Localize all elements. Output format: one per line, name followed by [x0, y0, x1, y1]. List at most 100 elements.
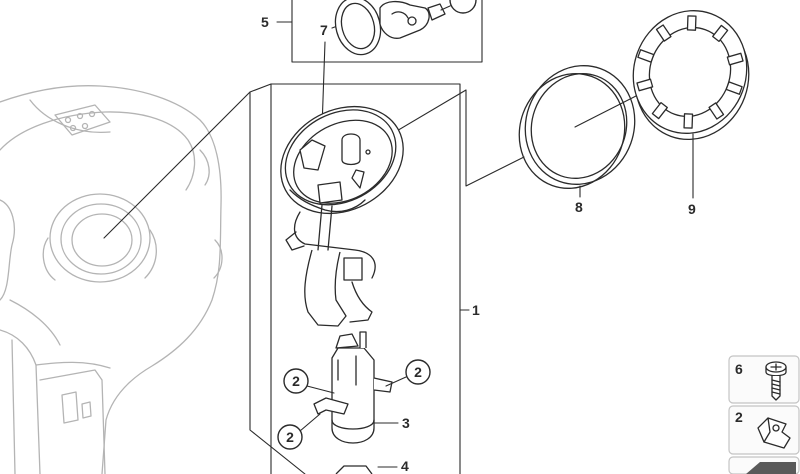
tank-left-edge — [11, 339, 16, 474]
tank-opening-mid — [60, 203, 142, 275]
tank-inner-contour — [0, 111, 196, 191]
callout-2-c: 2 — [286, 429, 294, 445]
tank-slot — [61, 391, 79, 424]
tank-plate-hole — [76, 112, 84, 120]
pump-clip-left — [313, 397, 349, 415]
clip-fold — [763, 417, 771, 443]
callout-9: 9 — [688, 201, 696, 217]
cap-tab — [708, 102, 725, 120]
sealing-ring-front — [524, 65, 636, 185]
feed-tube-right — [327, 205, 333, 251]
cap-tab — [712, 24, 729, 43]
tank-left-bulge — [0, 199, 15, 301]
feed-tube-left — [317, 204, 323, 251]
tank-plate-hole — [81, 122, 89, 130]
leader-2-c — [299, 413, 321, 432]
clip-body — [757, 417, 791, 449]
tank-right-bump — [199, 149, 210, 186]
callout-3: 3 — [402, 415, 410, 431]
tank-lower-seam — [9, 299, 61, 346]
hardware-panel-wedge — [728, 456, 800, 474]
callout-8: 8 — [575, 199, 583, 215]
clip-icon — [757, 417, 791, 449]
wire-harness — [293, 211, 376, 279]
pump-bottom-ring — [331, 419, 375, 430]
pump-clip-right — [373, 377, 393, 393]
tank-slot-small — [81, 401, 92, 419]
callout-2-b: 2 — [414, 364, 422, 380]
callout-4: 4 — [401, 458, 409, 474]
cap-tab — [636, 78, 654, 92]
callout-7: 7 — [320, 22, 328, 38]
flange-connector-left — [299, 139, 326, 171]
cap-tab — [726, 52, 744, 66]
harness-hook — [285, 231, 305, 251]
hardware-label-2: 2 — [735, 409, 743, 425]
tank-opening-outer — [49, 193, 151, 283]
flange-wires — [289, 189, 366, 213]
hardware-panel-screw: 6 — [728, 355, 800, 404]
sender-clip — [427, 3, 446, 21]
tank-lower-middle — [35, 361, 111, 369]
tank-plate-hole — [69, 124, 77, 132]
hardware-panel-clip: 2 — [728, 405, 800, 455]
flange-lip — [284, 109, 397, 206]
wedge-icon — [746, 462, 796, 474]
projection-left-edge — [249, 91, 306, 474]
harness-connector — [343, 257, 363, 281]
sealing-ring-inner — [530, 73, 628, 179]
gasket-outer — [334, 0, 382, 56]
cap-tab — [655, 24, 672, 42]
screw-drive — [770, 363, 782, 371]
fuel-tank — [0, 85, 223, 474]
leader-2-a — [306, 385, 335, 394]
tank-opening-flange-right — [144, 229, 157, 279]
sealing-ring-back — [518, 73, 626, 189]
cap-tab — [637, 49, 655, 63]
sender-body — [379, 0, 430, 39]
tank-lower-left — [0, 329, 41, 474]
part-4-shape — [335, 465, 373, 474]
screw-threads — [771, 379, 781, 395]
tank-plate-hole — [88, 110, 96, 118]
flange-connector-lower — [317, 181, 343, 204]
callout-1: 1 — [472, 302, 480, 318]
support-arm-right — [349, 281, 373, 323]
sender-detail — [391, 11, 409, 19]
cap-tab — [683, 113, 694, 129]
flange-tube — [351, 169, 365, 189]
gasket-inner — [340, 2, 376, 50]
tank-bottom-bracket — [39, 369, 106, 474]
pump-rib — [337, 355, 357, 386]
flange-connector-middle — [341, 133, 361, 166]
callout-5: 5 — [261, 14, 269, 30]
support-arm — [304, 249, 347, 327]
tank-outline — [0, 85, 222, 474]
callout-2-a: 2 — [292, 373, 300, 389]
pump-top-connector — [335, 333, 359, 349]
fuel-pump — [313, 331, 393, 444]
pump-outlet-tube — [359, 331, 367, 348]
group-1-frame — [270, 83, 461, 474]
tank-opening-inner — [71, 213, 133, 267]
callout-circle-2-b — [405, 359, 431, 385]
screw-icon — [765, 361, 787, 401]
callout-circle-2-c — [277, 424, 303, 450]
clip-hole — [772, 424, 780, 432]
cap-tab — [725, 81, 743, 95]
callout-circle-2-a — [283, 368, 309, 394]
cap-tab — [686, 15, 697, 31]
leader-2-b — [385, 376, 407, 387]
pump-body — [331, 347, 375, 444]
lock-ring-cap — [632, 10, 750, 141]
flange-plate — [293, 119, 393, 204]
sender-knob — [407, 16, 417, 26]
hardware-label-6: 6 — [735, 361, 743, 377]
tank-right-bump-lower — [213, 239, 223, 279]
leader-top-circle — [440, 5, 451, 11]
group-5-frame — [291, 0, 483, 63]
leader-ring-to-cap — [574, 92, 643, 128]
pump-flange-assembly — [280, 105, 404, 327]
sealing-ring — [518, 65, 636, 189]
